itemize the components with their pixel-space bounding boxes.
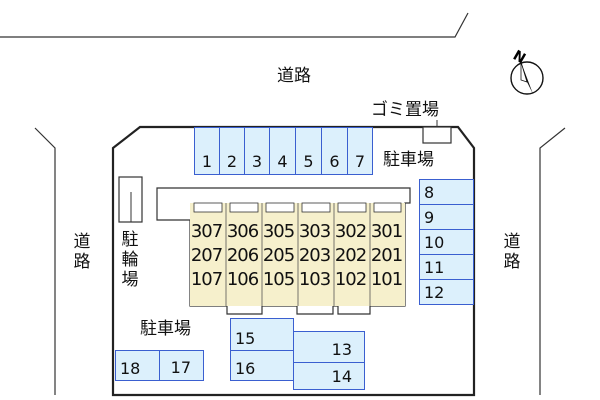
garbage-label: ゴミ置場 [371,100,439,120]
balcony-notch [301,202,331,213]
unit-105: 105 [262,269,295,290]
unit-302: 302 [334,221,367,242]
unit-201: 201 [370,245,403,266]
unit-307: 307 [190,221,223,242]
parking-slot-number: 10 [424,233,445,252]
unit-103: 103 [298,269,331,290]
parking-label-bottom: 駐車場 [140,319,191,339]
balcony-notch [229,202,259,213]
unit-202: 202 [334,245,367,266]
balcony-notch [373,202,402,213]
unit-206: 206 [226,245,259,266]
unit-107: 107 [190,269,223,290]
unit-203: 203 [298,245,331,266]
parking-slot-12: 12 [419,279,474,305]
parking-slot-3: 3 [244,127,270,175]
parking-slot-9: 9 [419,204,474,230]
parking-slot-8: 8 [419,179,474,205]
unit-306: 306 [226,221,259,242]
unit-101: 101 [370,269,403,290]
parking-label-top: 駐車場 [383,150,434,170]
parking-slot-number: 8 [424,183,435,202]
parking-slot-number: 3 [251,152,263,171]
road-edge-right [539,127,566,395]
road-label-right: 道路 [503,232,521,272]
parking-slot-number: 11 [424,258,445,277]
parking-slot-14: 14 [293,362,365,390]
parking-slot-number: 6 [329,152,340,171]
road-label-top: 道路 [277,66,311,86]
bicycle-parking-label: 駐輪場 [121,230,139,290]
unit-106: 106 [226,269,259,290]
road-edge-left [34,127,56,395]
garbage-area-box [422,126,452,144]
unit-205: 205 [262,245,295,266]
parking-slot-number: 15 [235,329,256,348]
parking-slot-number: 4 [277,152,288,171]
parking-slot-number: 2 [226,152,238,171]
parking-slot-number: 9 [424,208,435,227]
parking-slot-15: 15 [230,318,294,351]
parking-slot-4: 4 [269,127,296,175]
road-edge-top [0,12,469,38]
parking-slot-16: 16 [230,350,294,381]
unit-301: 301 [370,221,403,242]
parking-slot-number: 12 [424,283,445,302]
balcony-notch [193,202,223,213]
north-arrow-icon [510,61,544,95]
building-balcony-teeth [193,202,402,306]
parking-slot-13: 13 [293,331,365,363]
parking-slot-number: 18 [120,359,141,378]
parking-slot-number: 14 [331,367,352,386]
parking-slot-number: 13 [331,340,352,359]
parking-slot-number: 5 [303,152,314,171]
parking-slot-2: 2 [219,127,245,175]
site-boundary [111,125,476,397]
balcony-notch [265,202,295,213]
parking-slot-5: 5 [295,127,322,175]
parking-slot-number: 16 [235,359,256,378]
parking-slot-17: 17 [159,350,204,381]
parking-slot-number: 1 [201,152,213,171]
parking-slot-11: 11 [419,254,474,280]
parking-slot-1: 1 [194,127,220,175]
unit-305: 305 [262,221,295,242]
unit-207: 207 [190,245,223,266]
balcony-notch [337,202,367,213]
parking-slot-7: 7 [347,127,373,175]
unit-303: 303 [298,221,331,242]
parking-slot-number: 17 [170,358,191,377]
parking-slot-18: 18 [115,350,160,381]
parking-slot-10: 10 [419,229,474,255]
road-label-left: 道路 [73,232,91,272]
parking-slot-number: 7 [354,152,366,171]
unit-102: 102 [334,269,367,290]
parking-slot-6: 6 [321,127,348,175]
